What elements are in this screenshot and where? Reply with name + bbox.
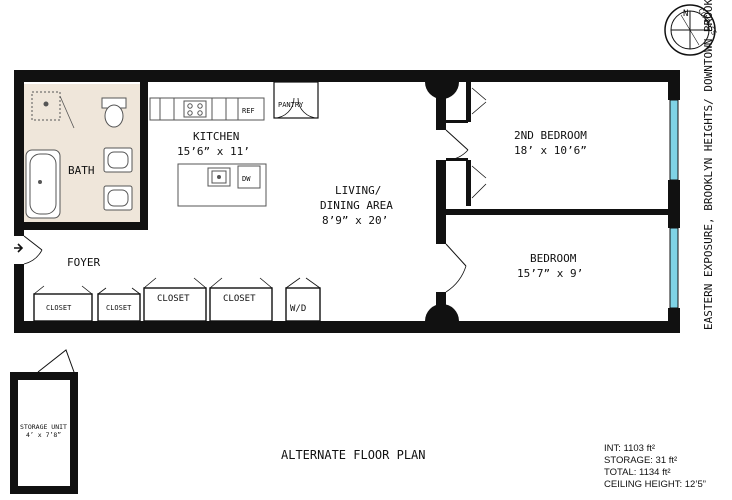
bedroom-doors xyxy=(445,87,487,293)
exposure-label: EASTERN EXPOSURE, BROOKLYN HEIGHTS/ DOWN… xyxy=(702,0,715,330)
stat-ceiling: CEILING HEIGHT: 12’5” xyxy=(604,479,706,490)
pantry xyxy=(273,81,319,119)
ref-label: REF xyxy=(242,107,255,115)
wd-label: W/D xyxy=(290,304,306,314)
living-name-1: LIVING/ xyxy=(335,184,381,197)
closet-label-1: CLOSET xyxy=(46,304,72,312)
closet-label-2: CLOSET xyxy=(106,304,132,312)
compass-icon xyxy=(664,4,716,56)
foyer-name: FOYER xyxy=(67,256,100,269)
closet-label-4: CLOSET xyxy=(223,294,256,304)
kitchen-counter xyxy=(149,97,267,207)
windows xyxy=(669,99,679,309)
living-dims: 8’9” x 20’ xyxy=(322,214,388,227)
stat-total: TOTAL: 1134 ft² xyxy=(604,467,671,478)
bedroom-dims: 15’7” x 9’ xyxy=(517,267,583,280)
bath-fixtures xyxy=(25,91,133,219)
exterior-walls xyxy=(14,70,680,333)
pantry-label: PANTRY xyxy=(278,101,304,109)
kitchen-name: KITCHEN xyxy=(193,130,239,143)
bath-name: BATH xyxy=(68,164,95,177)
storage-unit xyxy=(10,349,78,494)
columns xyxy=(425,82,459,321)
closet-label-3: CLOSET xyxy=(157,294,190,304)
dw-label: DW xyxy=(242,175,251,183)
bedroom2-dims: 18’ x 10’6” xyxy=(514,144,587,157)
entry-door xyxy=(14,235,43,265)
stat-storage: STORAGE: 31 ft² xyxy=(604,455,678,466)
compass-north: N xyxy=(683,9,688,19)
closets xyxy=(33,277,321,322)
stat-int: INT: 1103 ft² xyxy=(604,443,656,454)
storage-dims: 4’ x 7’8” xyxy=(26,431,61,439)
bedroom-name: BEDROOM xyxy=(530,252,577,265)
plan-title: ALTERNATE FLOOR PLAN xyxy=(281,448,426,462)
bedroom2-name: 2ND BEDROOM xyxy=(514,129,587,142)
storage-name: STORAGE UNIT xyxy=(20,423,67,431)
living-name-2: DINING AREA xyxy=(320,199,393,212)
kitchen-dims: 15’6” x 11’ xyxy=(177,145,250,158)
stats-block: INT: 1103 ft² STORAGE: 31 ft² TOTAL: 113… xyxy=(604,443,706,491)
